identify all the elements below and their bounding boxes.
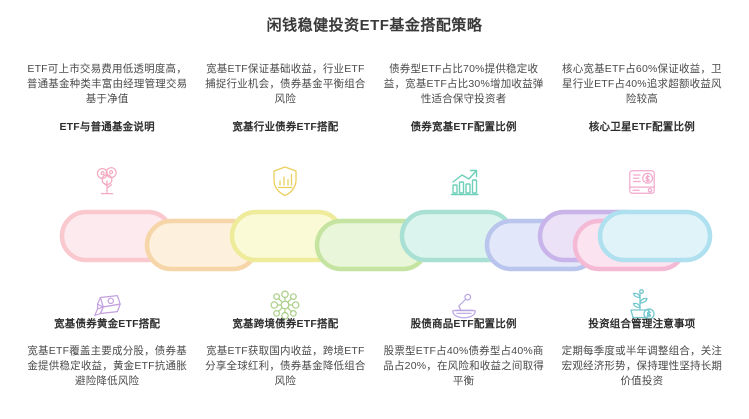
- section-heading: 宽基债券黄金ETF搭配: [54, 318, 161, 330]
- section-heading: 投资组合管理注意事项: [588, 318, 696, 330]
- growth-bar-chart-icon: [450, 169, 479, 196]
- top-icon-cell-1: [18, 157, 196, 197]
- invoice-dollar-icon: [629, 170, 655, 194]
- bottom-section-1: 宽基债券黄金ETF搭配 宽基ETF覆盖主要成分股，债券基金提供稳定收益，黄金ET…: [18, 316, 196, 389]
- gold-bar-icon: [94, 295, 121, 317]
- section-description: 宽基ETF获取国内收益，跨境ETF分享全球红利，债券基金降低组合风险: [205, 345, 366, 387]
- bottom-section-2: 宽基跨境债券ETF搭配 宽基ETF获取国内收益，跨境ETF分享全球红利，债券基金…: [196, 316, 374, 389]
- top-section-4: 核心宽基ETF占60%保证收益，卫星行业ETF占40%追求超额收益风险较高 核心…: [553, 62, 731, 134]
- bottom-section-4: 投资组合管理注意事项 定期每季度或半年调整组合，关注宏观经济形势，保持理性坚持长…: [553, 316, 731, 389]
- bottom-icon-cell-4: [553, 280, 731, 320]
- section-heading: 股债商品ETF配置比例: [410, 318, 517, 330]
- shield-chart-icon: [273, 166, 298, 197]
- chain-links-svg: [59, 209, 713, 272]
- section-description: ETF可上市交易费用低透明度高，普通基金种类丰富由经理管理交易基于净值: [26, 63, 188, 105]
- bottom-icon-cell-3: [375, 280, 553, 320]
- section-heading: ETF与普通基金说明: [59, 121, 155, 133]
- bottom-icon-cell-2: [196, 280, 374, 320]
- chain-link-9: [597, 209, 713, 263]
- chain-graphic: [0, 196, 749, 278]
- section-heading: 核心卫星ETF配置比例: [588, 121, 695, 133]
- section-heading: 宽基跨境债券ETF搭配: [232, 318, 339, 330]
- bottom-sections-row: 宽基债券黄金ETF搭配 宽基ETF覆盖主要成分股，债券基金提供稳定收益，黄金ET…: [18, 316, 731, 389]
- top-icons-row: [18, 157, 731, 197]
- section-description: 核心宽基ETF占60%保证收益，卫星行业ETF占40%追求超额收益风险较高: [562, 63, 722, 105]
- balance-scale-icon: [451, 293, 476, 319]
- top-icon-cell-2: [196, 157, 374, 197]
- bottom-icon-cell-1: [18, 280, 196, 320]
- section-description: 股票型ETF占40%债券型占40%商品占20%，在风险和收益之间取得平衡: [383, 345, 544, 387]
- top-icon-cell-4: [553, 157, 731, 197]
- section-heading: 宽基行业债券ETF搭配: [232, 121, 339, 133]
- money-tree-icon: [96, 167, 117, 195]
- top-icon-cell-3: [375, 157, 553, 197]
- top-section-2: 宽基ETF保证基础收益，行业ETF捕捉行业机会，债券基金平衡组合风险 宽基行业债…: [196, 62, 374, 134]
- section-heading: 债券宽基ETF配置比例: [410, 121, 517, 133]
- network-nodes-icon: [270, 290, 300, 320]
- bottom-section-3: 股债商品ETF配置比例 股票型ETF占40%债券型占40%商品占20%，在风险和…: [375, 316, 553, 389]
- plant-coin-icon: [630, 289, 655, 320]
- top-section-1: ETF可上市交易费用低透明度高，普通基金种类丰富由经理管理交易基于净值 ETF与…: [18, 62, 196, 134]
- top-section-3: 债券型ETF占比70%提供稳定收益，宽基ETF占比30%增加收益弹性适合保守投资…: [375, 62, 553, 134]
- top-sections-row: ETF可上市交易费用低透明度高，普通基金种类丰富由经理管理交易基于净值 ETF与…: [18, 62, 731, 134]
- bottom-icons-row: [18, 280, 731, 320]
- section-description: 宽基ETF覆盖主要成分股，债券基金提供稳定收益，黄金ETF抗通胀避险降低风险: [27, 345, 187, 387]
- section-description: 债券型ETF占比70%提供稳定收益，宽基ETF占比30%增加收益弹性适合保守投资…: [383, 63, 544, 105]
- section-description: 宽基ETF保证基础收益，行业ETF捕捉行业机会，债券基金平衡组合风险: [205, 63, 366, 105]
- section-description: 定期每季度或半年调整组合，关注宏观经济形势，保持理性坚持长期价值投资: [561, 345, 723, 387]
- page-title: 闲钱稳健投资ETF基金搭配策略: [266, 17, 483, 34]
